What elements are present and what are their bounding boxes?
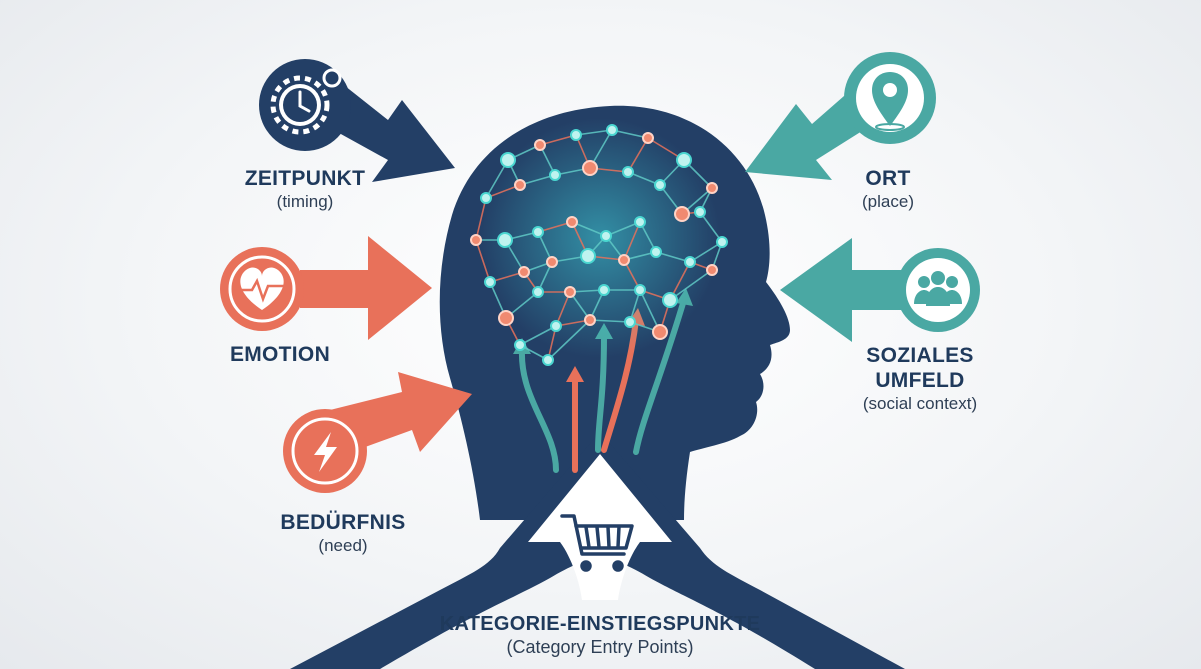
arrow-emotion xyxy=(300,236,432,340)
network-node xyxy=(566,216,578,228)
zeitpunkt-subtitle: (timing) xyxy=(276,192,334,211)
network-node xyxy=(634,216,646,228)
lightning-icon xyxy=(314,432,337,472)
network-node xyxy=(584,314,596,326)
network-edge xyxy=(571,221,607,237)
network-edge xyxy=(689,241,723,263)
network-node xyxy=(514,179,526,191)
shopping-cart-icon xyxy=(560,514,634,572)
network-edge xyxy=(611,129,649,139)
arrow-zeitpunkt xyxy=(330,82,455,182)
network-edge xyxy=(555,291,571,327)
network-edge xyxy=(669,269,713,301)
network-node xyxy=(534,139,546,151)
network-edge xyxy=(589,319,631,323)
emotion-label: EMOTION xyxy=(200,342,360,367)
network-node xyxy=(570,129,582,141)
location-pin-icon xyxy=(872,72,908,131)
network-node xyxy=(622,166,634,178)
zeitpunkt-icon-badge xyxy=(259,59,351,151)
soziales-label: SOZIALES UMFELD (social context) xyxy=(830,343,1010,414)
beduerfnis-subtitle: (need) xyxy=(318,536,368,555)
ort-title: ORT xyxy=(865,167,911,190)
network-node xyxy=(676,152,692,168)
center-title: KATEGORIE-EINSTIEGSPUNKTE xyxy=(439,613,761,635)
arrow-beduerfnis xyxy=(330,372,472,454)
soziales-icon-badge xyxy=(896,248,980,332)
network-node xyxy=(532,226,544,238)
network-edge xyxy=(627,137,649,173)
network-node xyxy=(514,339,526,351)
heart-pulse-icon xyxy=(240,267,284,310)
network-node xyxy=(652,324,668,340)
network-edge xyxy=(475,197,487,241)
network-edge xyxy=(519,174,556,186)
network-edge xyxy=(519,325,557,346)
beduerfnis-label: BEDÜRFNIS (need) xyxy=(263,510,423,556)
arrow-soziales xyxy=(780,238,920,342)
network-node xyxy=(564,286,576,298)
ort-subtitle: (place) xyxy=(862,192,914,211)
network-node xyxy=(580,248,596,264)
network-node xyxy=(642,132,654,144)
network-node xyxy=(480,192,492,204)
network-edge xyxy=(547,319,591,361)
network-node xyxy=(618,254,630,266)
network-node xyxy=(606,124,618,136)
zeitpunkt-label: ZEITPUNKT (timing) xyxy=(225,166,385,212)
network-node xyxy=(674,206,690,222)
emotion-title: EMOTION xyxy=(229,343,331,366)
network-node xyxy=(598,284,610,296)
network-edge xyxy=(485,184,521,199)
zeitpunkt-title: ZEITPUNKT xyxy=(244,167,366,190)
network-node xyxy=(716,236,728,248)
network-edge xyxy=(539,134,577,146)
network-node xyxy=(706,182,718,194)
arrow-ort xyxy=(745,82,870,180)
network-edge xyxy=(699,211,723,243)
center-subtitle: (Category Entry Points) xyxy=(506,637,694,657)
soziales-subtitle: (social context) xyxy=(862,394,978,413)
ort-label: ORT (place) xyxy=(808,166,968,212)
soziales-title-line2: UMFELD xyxy=(875,369,965,392)
network-node xyxy=(684,256,696,268)
network-node xyxy=(654,179,666,191)
emotion-icon-badge xyxy=(220,247,304,331)
brain-glow xyxy=(480,118,720,358)
network-node xyxy=(634,284,646,296)
network-node xyxy=(706,264,718,276)
network-node xyxy=(532,286,544,298)
network-node xyxy=(518,266,530,278)
network-node xyxy=(550,320,562,332)
brain-network-nodes xyxy=(470,124,728,366)
network-node xyxy=(497,232,513,248)
clock-gear-icon xyxy=(279,68,342,126)
network-node xyxy=(624,316,636,328)
beduerfnis-title: BEDÜRFNIS xyxy=(280,511,406,534)
network-edge xyxy=(605,221,641,237)
network-node xyxy=(500,152,516,168)
people-group-icon xyxy=(914,271,962,306)
center-label: KATEGORIE-EINSTIEGSPUNKTE (Category Entr… xyxy=(420,612,780,658)
network-node xyxy=(662,292,678,308)
network-node xyxy=(542,354,554,366)
network-node xyxy=(600,230,612,242)
network-node xyxy=(650,246,662,258)
network-node xyxy=(694,206,706,218)
network-node xyxy=(484,276,496,288)
ort-icon-badge xyxy=(844,52,936,144)
network-node xyxy=(498,310,514,326)
network-edge xyxy=(575,129,613,136)
network-edge xyxy=(623,221,641,261)
network-node xyxy=(470,234,482,246)
gear-icon xyxy=(270,75,330,135)
network-node xyxy=(582,160,598,176)
network-node xyxy=(546,256,558,268)
network-node xyxy=(549,169,561,181)
network-edge xyxy=(475,239,491,283)
beduerfnis-icon-badge xyxy=(283,409,367,493)
soziales-title-line1: SOZIALES xyxy=(866,344,974,367)
